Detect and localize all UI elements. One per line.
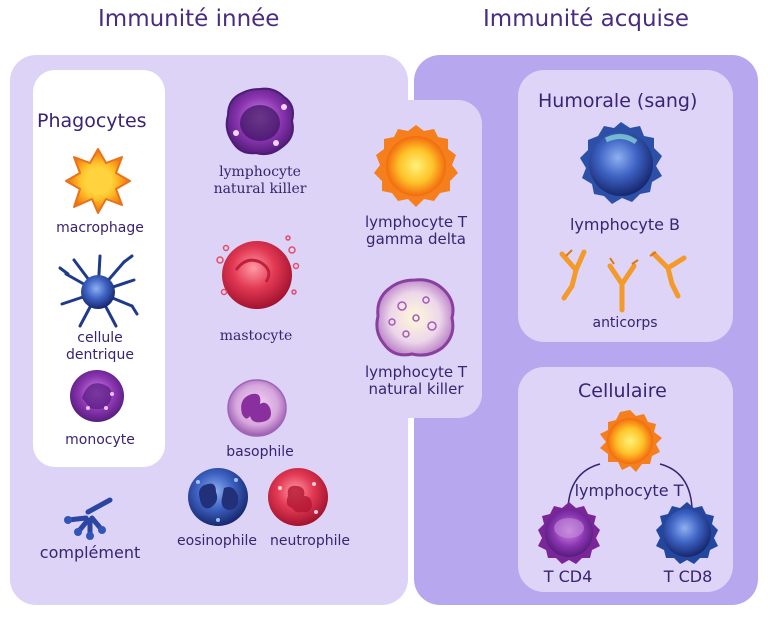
t-cd4-label: T CD4: [543, 567, 593, 586]
cellular-title: Cellulaire: [578, 380, 667, 402]
complement-label: complément: [39, 543, 141, 562]
mastocyte-label: mastocyte: [219, 328, 293, 344]
nk-t-cell-icon: [375, 278, 455, 357]
neutrophile-icon: [268, 468, 328, 526]
complement-icon: [64, 497, 113, 540]
t-cell-label: lymphocyte T: [574, 481, 684, 500]
nk-cell-icon: [225, 87, 294, 156]
macrophage-label: macrophage: [56, 220, 144, 236]
humoral-title: Humorale (sang): [538, 90, 698, 112]
innate-immunity-title: Immunité innée: [98, 6, 280, 32]
b-cell-icon: [580, 122, 662, 204]
phagocytes-title: Phagocytes: [37, 110, 147, 132]
t-cell-branch-lines: [567, 463, 693, 509]
monocyte-label: monocyte: [65, 432, 135, 448]
basophile-label: basophile: [226, 444, 294, 460]
mastocyte-icon: [216, 235, 300, 309]
b-cell-label: lymphocyte B: [569, 215, 681, 234]
eosinophile-icon: [188, 468, 248, 526]
t-cd8-icon: [656, 502, 718, 564]
macrophage-icon: [65, 148, 131, 214]
t-cd8-label: T CD8: [663, 567, 713, 586]
gamma-delta-t-cell-icon: [374, 125, 458, 207]
antibodies-label: anticorps: [592, 315, 658, 331]
basophile-icon: [227, 379, 287, 437]
eosinophile-label: eosinophile: [177, 533, 257, 549]
monocyte-icon: [70, 370, 124, 422]
dendritic-cell-icon: [58, 254, 139, 328]
t-cell-icon: [600, 410, 662, 472]
t-cd4-icon: [538, 502, 600, 564]
humoral-box: [518, 70, 733, 342]
neutrophile-label: neutrophile: [269, 533, 350, 549]
antibodies-icon: [559, 249, 687, 313]
acquired-immunity-title: Immunité acquise: [483, 6, 690, 32]
